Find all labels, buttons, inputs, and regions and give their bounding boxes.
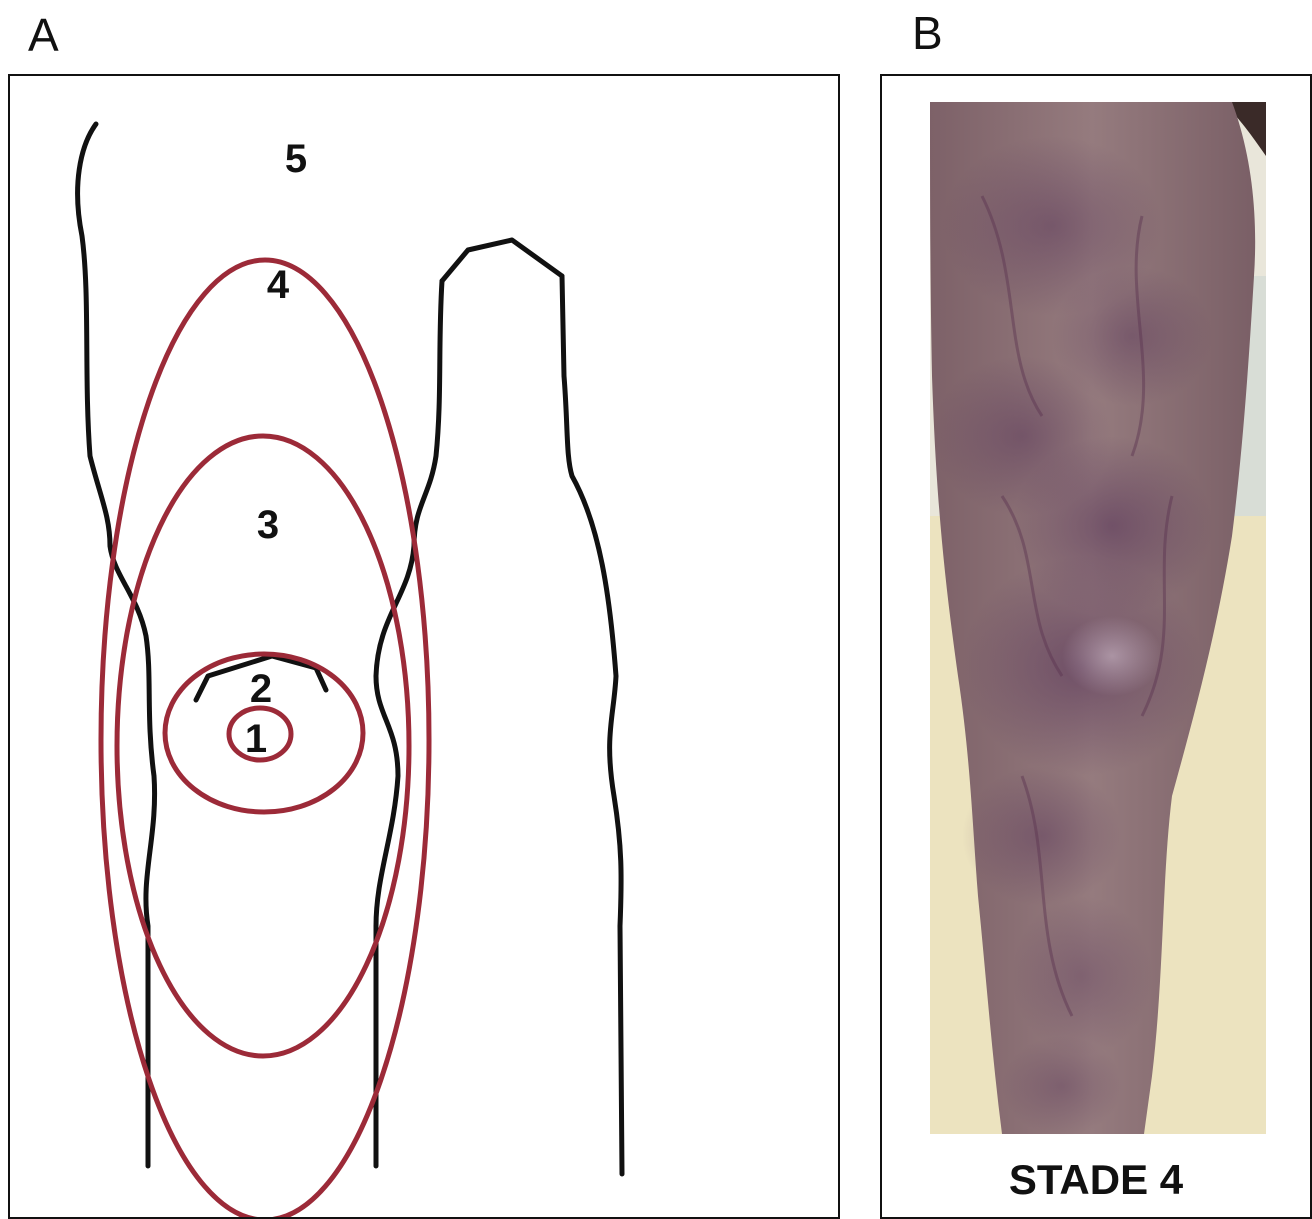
leg-top-contour bbox=[442, 240, 562, 281]
zone-1-label: 1 bbox=[245, 717, 267, 761]
leg-outline bbox=[78, 124, 622, 1174]
leg-right-edge bbox=[562, 276, 622, 1174]
panel-b-letter: B bbox=[912, 10, 943, 56]
zone-5-label: 5 bbox=[285, 137, 307, 181]
zone-3-label: 3 bbox=[257, 503, 279, 547]
panel-a-diagram: 1 2 3 4 5 bbox=[8, 74, 840, 1219]
panel-b-photo: STADE 4 bbox=[880, 74, 1312, 1219]
leg-left-edge bbox=[78, 124, 155, 1166]
leg-photo bbox=[882, 76, 1310, 1217]
panel-a-letter: A bbox=[28, 12, 59, 58]
stage-caption: STADE 4 bbox=[882, 1156, 1310, 1204]
zone-4-label: 4 bbox=[267, 263, 290, 307]
zone-2-label: 2 bbox=[250, 667, 272, 711]
leg-zone-diagram: 1 2 3 4 5 bbox=[10, 76, 838, 1217]
